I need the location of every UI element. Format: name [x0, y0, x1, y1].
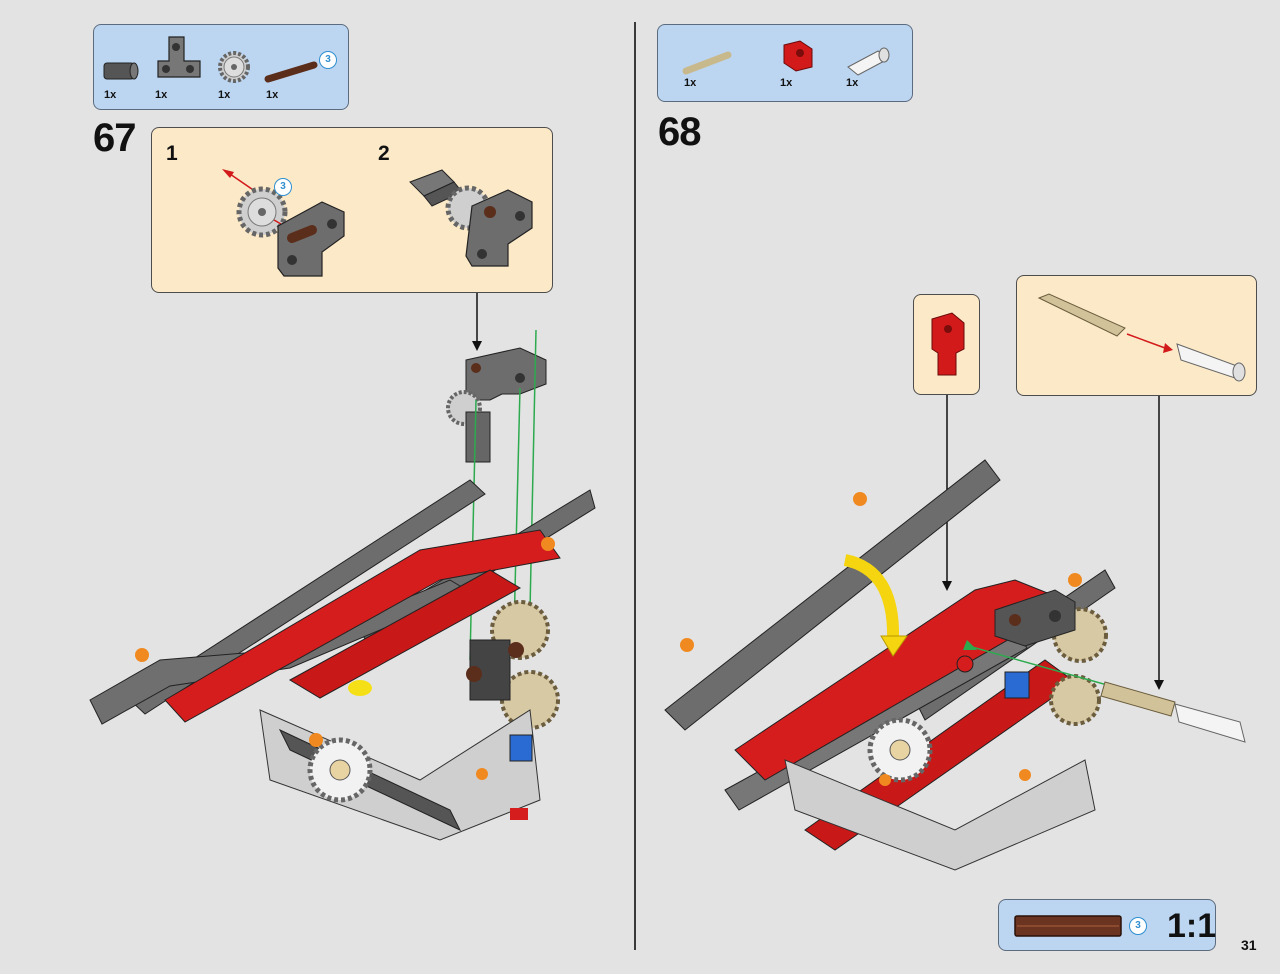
step-number-68: 68 [658, 110, 701, 154]
subassembly-callout-67: 1 2 3 [151, 127, 553, 293]
parts-list-step-68: 1x 1x 1x [657, 24, 913, 102]
axle-into-connector-icon [1037, 293, 1246, 382]
part-qty: 1x [218, 89, 231, 101]
length-reference-1-1: 3 1:1 [998, 899, 1216, 951]
step-68-model-illustration [664, 459, 1246, 871]
substep-1-assembly-icon [222, 169, 345, 277]
connector-red-icon [783, 40, 813, 72]
axle-tan-icon [682, 51, 732, 75]
page-divider [634, 22, 636, 950]
step-number-67: 67 [93, 116, 136, 160]
callout-pointer-arrow [1154, 396, 1164, 690]
length-callout-icon: 3 [274, 178, 292, 196]
axle-connector-dark-grey-icon [103, 62, 139, 80]
substep-2-assembly-icon [409, 169, 533, 267]
part-qty: 1x [780, 77, 793, 89]
part-qty: 1x [846, 77, 859, 89]
part-qty: 1x [266, 89, 279, 101]
substep-number: 1 [166, 142, 178, 165]
part-qty: 1x [684, 77, 697, 89]
parts-list-step-67: 1x 1x 1x 3 1x [93, 24, 349, 110]
length-callout-icon: 3 [1129, 917, 1147, 935]
axle-brown-3-icon [264, 61, 318, 83]
scale-label: 1:1 [1167, 907, 1217, 945]
part-qty: 1x [104, 89, 117, 101]
callout-pointer-arrow [472, 293, 482, 351]
substep-number: 2 [378, 142, 390, 165]
length-callout-icon: 3 [319, 51, 337, 69]
axle-subassembly-callout-68 [1016, 275, 1257, 396]
part-qty: 1x [155, 89, 168, 101]
t-beam-dark-grey-icon [157, 36, 201, 78]
connector-callout-68 [913, 294, 980, 395]
page-number: 31 [1241, 937, 1257, 953]
step-67-model-illustration [89, 329, 596, 841]
connector-red-icon [931, 312, 965, 376]
gear-12-tooth-light-grey-icon [218, 51, 250, 83]
axle-connector-white-icon [847, 47, 890, 76]
axle-brown-3-icon [1014, 915, 1122, 937]
